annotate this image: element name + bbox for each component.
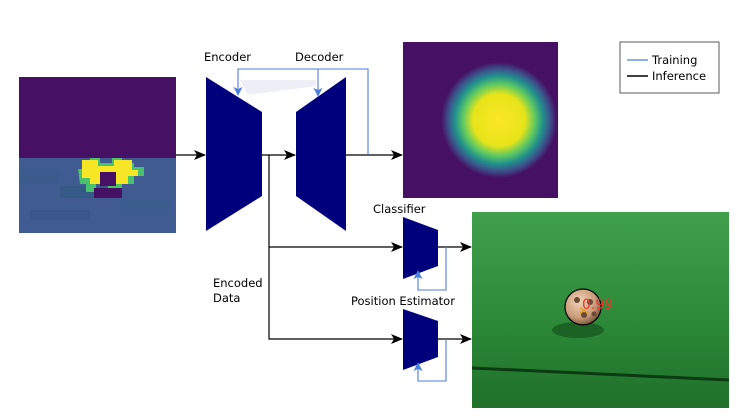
heatmap-output [403, 42, 558, 198]
ball [564, 288, 602, 326]
input-image [19, 77, 176, 233]
encoder-label: Encoder [204, 50, 251, 64]
position-estimator-block [403, 309, 438, 370]
inference-connections [176, 150, 472, 344]
legend-training-label: Training [651, 53, 697, 67]
decoder-block [296, 77, 346, 231]
classifier-block [403, 217, 438, 279]
encoded-label-line2: Data [213, 291, 240, 305]
camera-image: 0.99 [471, 212, 730, 408]
legend: Training Inference [619, 41, 720, 94]
position-estimator-label: Position Estimator [351, 294, 455, 308]
classifier-label: Classifier [373, 202, 426, 216]
decoder-label: Decoder [295, 50, 344, 64]
detection-score: 0.99 [582, 297, 613, 313]
legend-inference-label: Inference [652, 69, 706, 83]
training-shading [240, 80, 316, 95]
encoded-label-line1: Encoded [213, 276, 263, 290]
training-connections [233, 68, 447, 382]
encoder-block [206, 77, 262, 231]
